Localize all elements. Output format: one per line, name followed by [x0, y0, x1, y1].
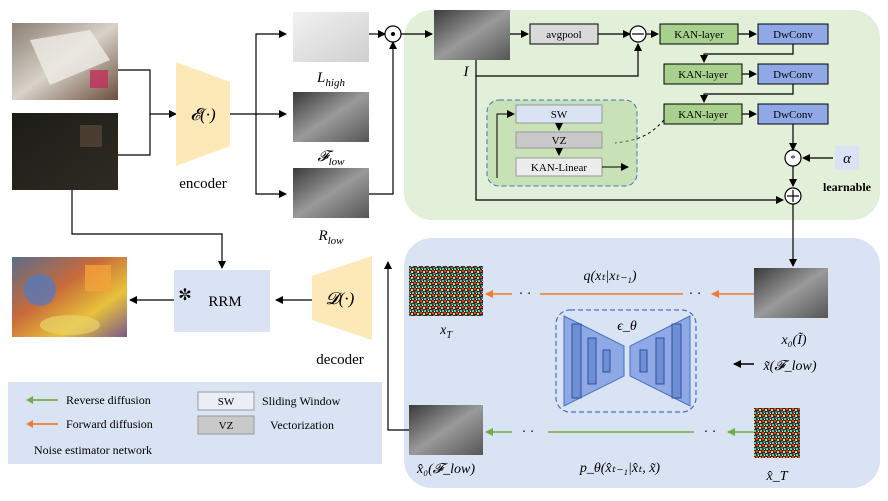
encoder-symbol: 𝓔(·): [190, 105, 216, 124]
legend-noise: Noise estimator network: [34, 443, 152, 457]
encoder-block: [176, 62, 230, 166]
dwconv-2-label: DwConv: [773, 69, 813, 81]
x-tilde-label: x̃(𝓕_low): [762, 359, 816, 374]
x-T-noise-image: [409, 266, 483, 316]
r-low-image: [293, 168, 369, 218]
l-high-label: Lhigh: [316, 70, 345, 89]
x0-hat-label: x̂₀(𝓕_low): [416, 462, 475, 477]
svg-text:· ·: · ·: [522, 425, 535, 440]
f-low-image: [293, 92, 369, 142]
noise-estimator: [555, 309, 697, 413]
forward-equation: q(xₜ|xₜ₋₁): [583, 269, 636, 284]
legend-reverse: Reverse diffusion: [66, 393, 151, 407]
low-light-image: [12, 113, 118, 190]
l-high-image: [293, 12, 369, 62]
decoder-label: decoder: [316, 352, 363, 368]
legend-sw-box-label: SW: [218, 396, 235, 408]
legend-forward: Forward diffusion: [66, 417, 153, 431]
dwconv-1-label: DwConv: [773, 29, 813, 41]
i-label: I: [463, 64, 470, 80]
alpha-box: [835, 146, 859, 170]
encoder-label: encoder: [179, 176, 226, 192]
decoder-block: [312, 256, 372, 340]
legend-vz-box: [197, 415, 255, 435]
x0-image: [754, 268, 828, 318]
x-T-hat-label: x̂_T: [766, 469, 789, 484]
svg-text:· ·: · ·: [519, 287, 532, 302]
legend-vz-text: Vectorization: [270, 418, 334, 432]
kan-layer-2-label: KAN-layer: [678, 69, 728, 81]
kan-layer-1-label: KAN-layer: [674, 29, 724, 41]
rrm-star: ✼: [178, 287, 191, 304]
i-image: [434, 10, 510, 60]
epsilon-label: ϵ_θ: [617, 319, 637, 334]
reverse-equation: p_θ(x̂ₜ₋₁|x̂ₜ, x̃): [579, 461, 661, 476]
kan-layer-3-label: KAN-layer: [678, 109, 728, 121]
inset-kan-linear-label: KAN-Linear: [531, 162, 588, 174]
alpha-label: α: [843, 151, 852, 167]
rrm-block: [174, 270, 270, 332]
dwconv-3-label: DwConv: [773, 109, 813, 121]
svg-text:· ·: · ·: [704, 425, 717, 440]
svg-text:· ·: · ·: [689, 287, 702, 302]
f-low-label: 𝓕low: [318, 149, 346, 168]
legend-vz-box-label: VZ: [219, 420, 234, 432]
inset-vz-label: VZ: [552, 135, 567, 147]
rrm-label: RRM: [208, 294, 241, 310]
learnable-label: learnable: [823, 180, 872, 194]
x-T-label: xT: [439, 323, 453, 341]
x-T-hat-image: [754, 408, 800, 458]
x0-I-label: x₀(Ĩ): [780, 331, 806, 348]
r-low-label: Rlow: [317, 228, 344, 247]
legend-sw-box: [197, 391, 255, 411]
decoder-symbol: 𝓓(·): [326, 289, 355, 308]
avgpool-label: avgpool: [546, 29, 581, 41]
x0-hat-image: [409, 405, 483, 455]
legend: [8, 382, 382, 464]
svg-text:*: *: [790, 153, 796, 165]
legend-sw-text: Sliding Window: [262, 394, 341, 408]
inset-sw-label: SW: [551, 109, 568, 121]
